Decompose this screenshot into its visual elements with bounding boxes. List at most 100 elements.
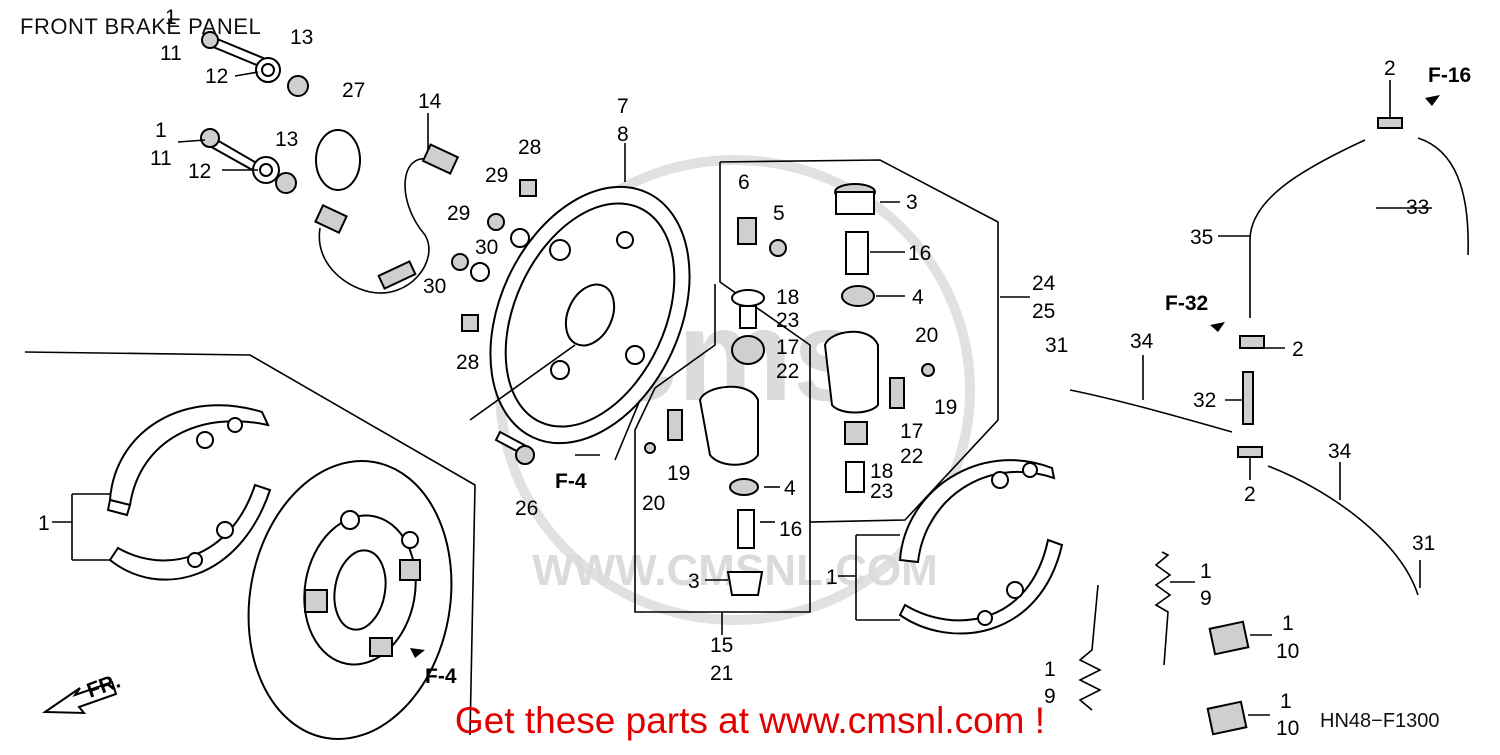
spring-upper — [1154, 551, 1172, 666]
callout-number: 25 — [1032, 300, 1055, 323]
callout-number: 15 — [710, 634, 733, 657]
callout-number: 17 — [776, 336, 799, 359]
callout-number: 29 — [447, 202, 470, 225]
callout-number: 2 — [1244, 483, 1256, 506]
hose-nuts-washers — [451, 179, 537, 332]
callout-number: 1 — [165, 6, 177, 29]
callout-number: 4 — [912, 286, 924, 309]
callout-number: 16 — [779, 518, 802, 541]
bolt-second — [200, 128, 297, 194]
callout-number: 18 — [776, 286, 799, 309]
callout-number: 31 — [1045, 334, 1068, 357]
callout-number: 34 — [1328, 440, 1352, 463]
callout-number: 32 — [1193, 389, 1216, 412]
callout-number: 34 — [1130, 330, 1154, 353]
page-title: FRONT BRAKE PANEL — [20, 14, 262, 39]
o-ring — [315, 129, 361, 191]
front-direction-label: FR. — [84, 670, 124, 703]
cylinder-lower — [644, 289, 765, 596]
callout-number: 7 — [617, 95, 629, 118]
callout-number: 28 — [456, 351, 479, 374]
callout-number: 1 — [1200, 560, 1212, 583]
brake-shoe-lower-left — [108, 483, 272, 581]
callout-number: 27 — [342, 79, 365, 102]
callout-number: 30 — [475, 236, 498, 259]
cylinder-upper — [737, 183, 935, 493]
callout-number: 3 — [906, 191, 918, 214]
callout-number: 1 — [1280, 690, 1292, 713]
callout-number: 35 — [1190, 226, 1213, 249]
callout-number: 2 — [1292, 338, 1304, 361]
callout-number: 22 — [776, 360, 799, 383]
callout-number: 26 — [515, 497, 538, 520]
ref-label: F-4 — [425, 665, 457, 688]
callout-number: 3 — [688, 570, 700, 593]
callout-shoe-left — [52, 493, 110, 561]
callout-number: 11 — [150, 147, 172, 170]
callout-number: 9 — [1044, 685, 1056, 708]
brake-hose — [314, 143, 460, 294]
callout-number: 1 — [155, 119, 167, 142]
callout-number: 1 — [38, 512, 50, 535]
callout-shoe-right — [838, 534, 900, 621]
diagram-code: HN48−F1300 — [1320, 710, 1440, 732]
callout-number: 33 — [1406, 196, 1429, 219]
callout-number: 1 — [1282, 612, 1294, 635]
callout-number: 8 — [617, 123, 629, 146]
backing-plate — [489, 185, 691, 445]
clips — [1206, 620, 1250, 736]
brake-panel-front — [247, 460, 453, 740]
callout-number: 12 — [188, 160, 211, 183]
callout-number: 22 — [900, 445, 923, 468]
bolt-26 — [494, 430, 535, 465]
callout-number: 19 — [934, 396, 957, 419]
ref-arrow-f4-bottom — [410, 648, 425, 658]
callout-number: 19 — [667, 462, 690, 485]
callout-number: 13 — [275, 128, 298, 151]
ref-label: F-4 — [555, 470, 587, 493]
brake-shoe-upper-right — [898, 459, 1056, 564]
spring-lower — [1078, 584, 1102, 711]
callout-number: 17 — [900, 420, 923, 443]
group-frame-left — [24, 351, 476, 736]
callout-number: 1 — [1044, 658, 1056, 681]
callout-number: 14 — [418, 90, 442, 113]
callout-number: 2 — [1384, 57, 1396, 80]
callout-number: 31 — [1412, 532, 1435, 555]
callout-number: 10 — [1276, 717, 1299, 740]
callout-number: 20 — [915, 324, 938, 347]
ref-label: F-32 — [1165, 292, 1208, 315]
callout-number: 12 — [205, 65, 228, 88]
callout-number: 18 — [870, 460, 893, 483]
callout-number: 23 — [776, 309, 799, 332]
callout-number: 4 — [784, 477, 796, 500]
callout-number: 11 — [160, 42, 182, 65]
callout-numbers: 1 11 12 13 1 11 12 13 27 14 28 29 30 29 … — [38, 6, 1435, 740]
leader-lines — [177, 71, 1432, 716]
ref-arrow-f16 — [1425, 95, 1440, 106]
callout-number: 16 — [908, 242, 931, 265]
ref-arrow-f32 — [1210, 322, 1225, 332]
callout-number: 29 — [485, 164, 508, 187]
callout-number: 21 — [710, 662, 733, 685]
callout-number: 30 — [423, 275, 446, 298]
callout-number: 9 — [1200, 587, 1212, 610]
callout-number: 20 — [642, 492, 665, 515]
brake-shoe-upper-left — [106, 404, 270, 517]
tubes-right — [1069, 117, 1469, 596]
ref-label: F-16 — [1428, 64, 1471, 87]
callout-number: 23 — [870, 480, 893, 503]
promo-link[interactable]: Get these parts at www.cmsnl.com ! — [454, 700, 1046, 741]
callout-number: 10 — [1276, 640, 1299, 663]
bolt-leader — [469, 344, 576, 421]
callout-number: 28 — [518, 136, 541, 159]
callout-number: 5 — [773, 202, 785, 225]
callout-number: 24 — [1032, 272, 1056, 295]
callout-number: 6 — [738, 171, 750, 194]
group-frame-lower — [634, 284, 811, 613]
callout-number: 13 — [290, 26, 313, 49]
callout-number: 1 — [826, 566, 838, 589]
bolt-top — [201, 31, 309, 97]
brake-shoe-lower-right — [898, 538, 1064, 635]
